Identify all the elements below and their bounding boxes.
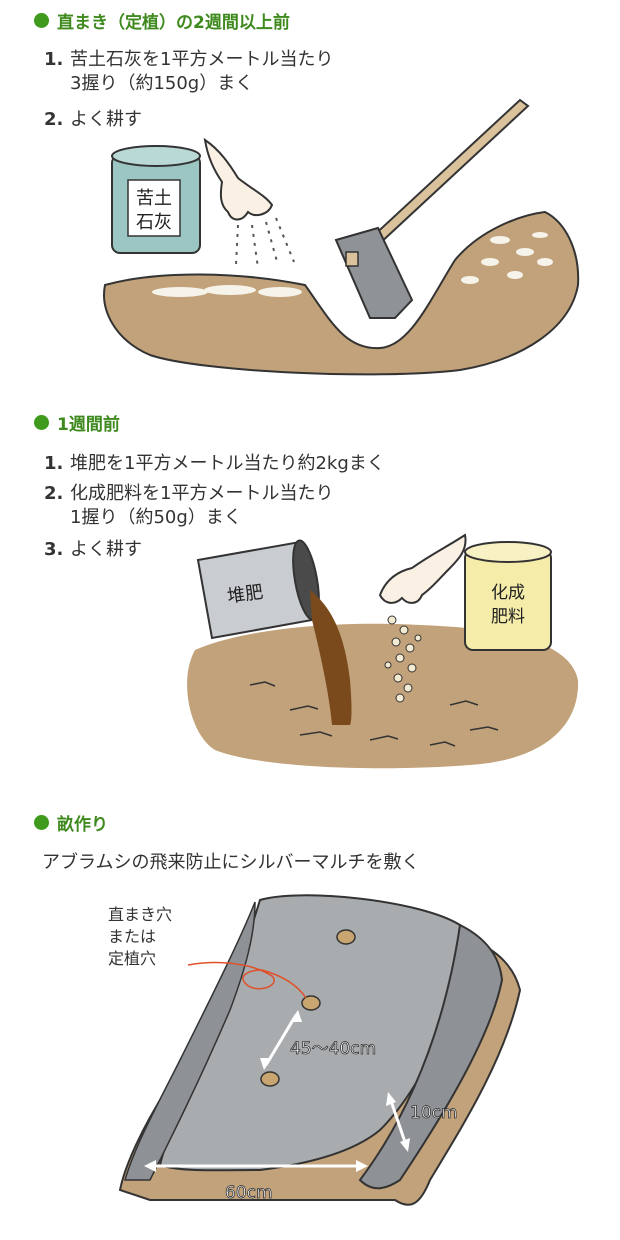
section1-step-1: 1. 苦土石灰を1平方メートル当たり 3握り（約150g）まく [44,48,333,96]
step-text: よく耕す [70,539,142,560]
hand-icon [203,137,274,221]
step-text: 苦土石灰を1平方メートル当たり [70,49,334,70]
falling-lime [235,217,295,269]
fertilizer-granules [384,615,422,703]
height-arrow-icon [386,1092,410,1152]
section3-heading-text: 畝作り [57,815,108,835]
bullet-dot-icon [34,815,49,830]
compost-can-label: 堆肥 [226,582,265,608]
width-arrow-icon [144,1160,368,1172]
bullet-dot-icon [34,415,49,430]
step-number: 1. [44,453,64,474]
mulch-left-edge [124,901,256,1181]
leader-line [187,961,307,999]
fertilizer-can-label-line1: 化成 [491,583,525,603]
soil-furrows [249,681,499,747]
hand-icon [378,533,467,604]
step-number: 2. [44,109,64,130]
mulch-side [358,923,504,1190]
soil-mound [103,210,580,376]
spacing-arrow-icon [260,1010,302,1070]
step-text: 堆肥を1平方メートル当たり約2kgまく [70,453,385,474]
width-label: 60cm [225,1183,273,1203]
planting-hole-icon [260,929,356,1087]
step-number: 1. [44,49,64,70]
section2-heading: 1週間前 [34,410,120,435]
lime-can-label-line1: 苦土 [136,188,172,209]
lime-powder [152,232,553,297]
section2-step-2: 2. 化成肥料を1平方メートル当たり 1握り（約50g）まく [44,482,333,530]
section2-step-1: 1. 堆肥を1平方メートル当たり約2kgまく [44,452,385,476]
fertilizer-illustration: 堆肥 化成 肥料 [187,533,579,769]
bed-diagram: 直まき穴 または 定植穴 45～40cm 10cm 60cm [108,894,522,1206]
hole-label-line1: 直まき穴 [108,905,172,924]
hole-label-line2: または [108,927,156,946]
mulch-note: アブラムシの飛来防止にシルバーマルチを敷く [42,852,420,873]
step-number: 2. [44,483,64,504]
section2-heading-text: 1週間前 [57,415,120,435]
step-number: 3. [44,539,64,560]
lime-can-icon [111,145,201,254]
step-text: 化成肥料を1平方メートル当たり [70,483,334,504]
bullet-dot-icon [34,13,49,28]
hoe-icon [334,98,530,319]
step-text-continued: 3握り（約150g）まく [70,73,254,94]
step-text-continued: 1握り（約50g）まく [70,507,242,528]
lime-can-label-line2: 石灰 [136,212,172,233]
section1-heading-text: 直まき（定植）の2週間以上前 [57,13,290,33]
lime-tilling-illustration: 苦土 石灰 [103,98,580,376]
section3-heading: 畝作り [34,810,108,835]
section2-step-3: 3. よく耕す [44,538,142,562]
section1-step-2: 2. よく耕す [44,108,142,132]
section1-heading: 直まき（定植）の2週間以上前 [34,8,290,33]
soil-patch [187,623,579,769]
step-text: よく耕す [70,109,142,130]
spacing-label: 45～40cm [290,1039,376,1059]
hole-label-line3: 定植穴 [108,949,156,968]
fertilizer-can-icon [464,541,552,651]
height-label: 10cm [410,1103,458,1123]
fertilizer-can-label-line2: 肥料 [491,607,525,627]
compost-stream [310,590,352,725]
